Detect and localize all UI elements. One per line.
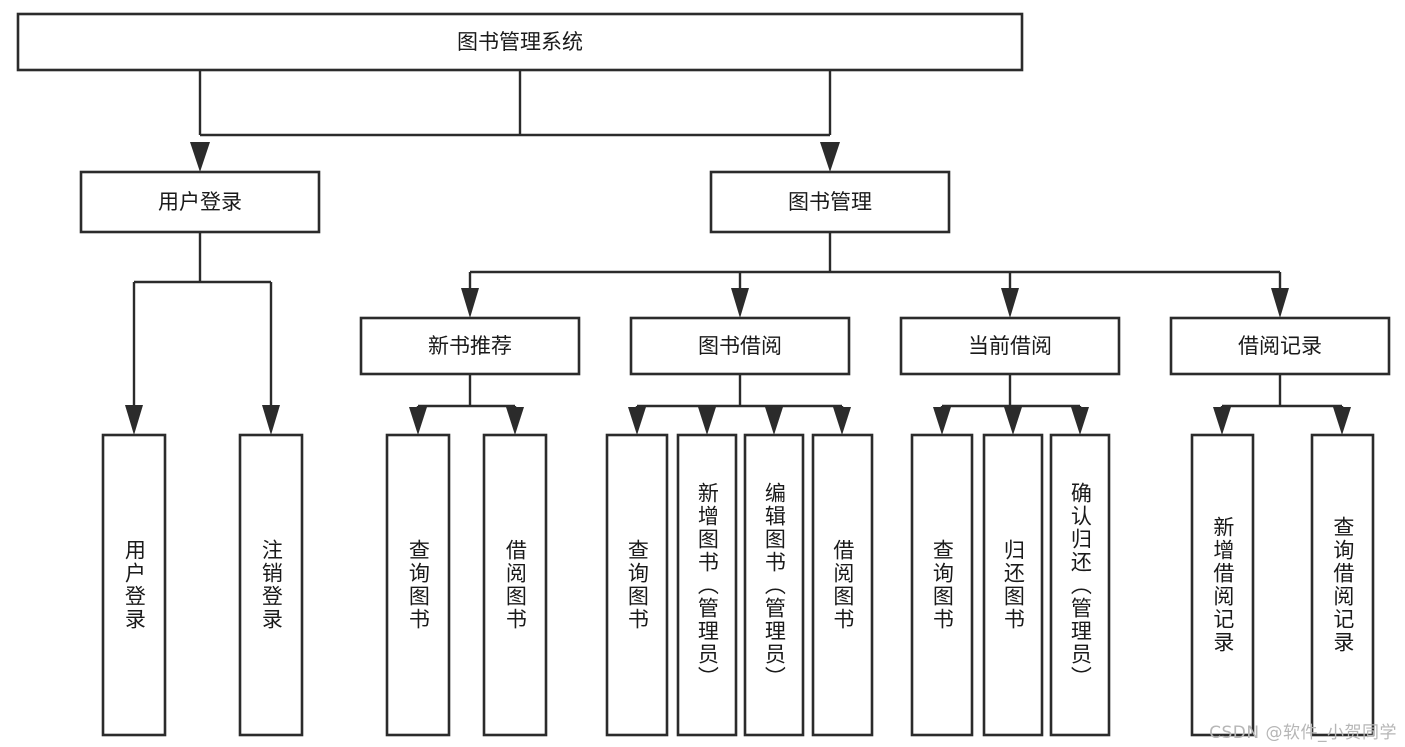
label-book-manage: 图书管理 [788,190,872,214]
node-title-box[interactable] [16,12,1024,72]
label-title: 图书管理系统 [457,30,583,54]
arrowhead-leaf-edit-book [765,407,783,435]
node-leaf-return-book[interactable] [982,433,1044,737]
arrowhead-userlogin [190,142,210,172]
arrowhead-leaf-return-book [1004,407,1022,435]
arrowhead-borrowrecord [1271,288,1289,318]
connector-userlogin-stem [132,232,273,408]
node-leaf-query-book-2[interactable] [605,433,669,737]
connector-title-stem [198,70,832,137]
label-book-borrow: 图书借阅 [698,334,782,358]
arrowhead-leaf-borrow-book-1 [506,407,524,435]
arrowhead-leaf-logout [262,405,280,435]
node-leaf-borrow-book-2[interactable] [811,433,874,737]
node-current-borrow[interactable] [899,316,1121,376]
connector-group-level3 [416,374,1344,412]
label-borrow-record: 借阅记录 [1238,334,1322,358]
arrowhead-leaf-query-book-2 [628,407,646,435]
node-user-login[interactable] [79,170,321,234]
connector-group-level2 [132,232,1282,408]
label-new-book-recommend: 新书推荐 [428,334,512,358]
node-leaf-borrow-book-1[interactable] [482,433,548,737]
node-leaf-query-book-3[interactable] [910,433,974,737]
arrowhead-leaf-query-book-3 [933,407,951,435]
arrowhead-bookborrow [731,288,749,318]
node-leaf-user-login[interactable] [101,433,167,737]
node-leaf-add-book[interactable] [676,433,738,737]
node-leaf-confirm-return[interactable] [1049,433,1111,737]
node-book-borrow[interactable] [629,316,851,376]
node-new-book-recommend[interactable] [359,316,581,376]
connector-group-root [198,70,832,137]
arrowhead-leaf-add-record [1213,407,1231,435]
connector-borrowrecord-children [1220,374,1344,412]
node-boxes [16,12,1391,737]
arrowhead-currentborrow [1001,288,1019,318]
arrowhead-newbook [461,288,479,318]
node-leaf-query-record[interactable] [1310,433,1375,737]
arrowhead-leaf-add-book [698,407,716,435]
arrowhead-leaf-borrow-book-2 [833,407,851,435]
arrowhead-leaf-user-login [125,405,143,435]
label-current-borrow: 当前借阅 [968,334,1052,358]
node-borrow-record[interactable] [1169,316,1391,376]
node-book-manage[interactable] [709,170,951,234]
horizontal-labels: 图书管理系统 用户登录 图书管理 新书推荐 图书借阅 当前借阅 借阅记录 [158,30,1322,358]
connector-bookmanage-stem [468,232,1282,292]
arrowhead-leaf-query-book-1 [409,407,427,435]
arrowhead-bookmanage [820,142,840,172]
label-user-login: 用户登录 [158,190,242,214]
node-leaf-edit-book[interactable] [743,433,805,737]
connector-bookborrow-children [635,374,844,412]
connector-newbook-children [416,374,517,412]
arrowhead-leaf-confirm-return [1071,407,1089,435]
node-leaf-logout[interactable] [238,433,304,737]
csdn-watermark: CSDN @软件_小贺同学 [1209,723,1397,743]
connector-currentborrow-children [940,374,1082,412]
node-leaf-add-record[interactable] [1190,433,1255,737]
arrowhead-group [125,142,1351,435]
arrowhead-leaf-query-record [1333,407,1351,435]
node-leaf-query-book-1[interactable] [385,433,451,737]
